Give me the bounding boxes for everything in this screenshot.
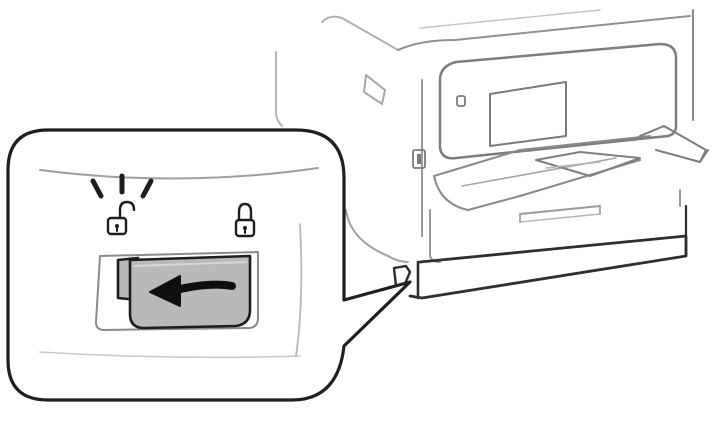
printer-body (275, 9, 709, 300)
flash-lines (90, 173, 154, 199)
unlocked-padlock-icon (106, 200, 136, 236)
arrow-left-icon (149, 275, 236, 307)
lock-switch (116, 254, 252, 330)
locked-padlock-icon (234, 202, 256, 238)
